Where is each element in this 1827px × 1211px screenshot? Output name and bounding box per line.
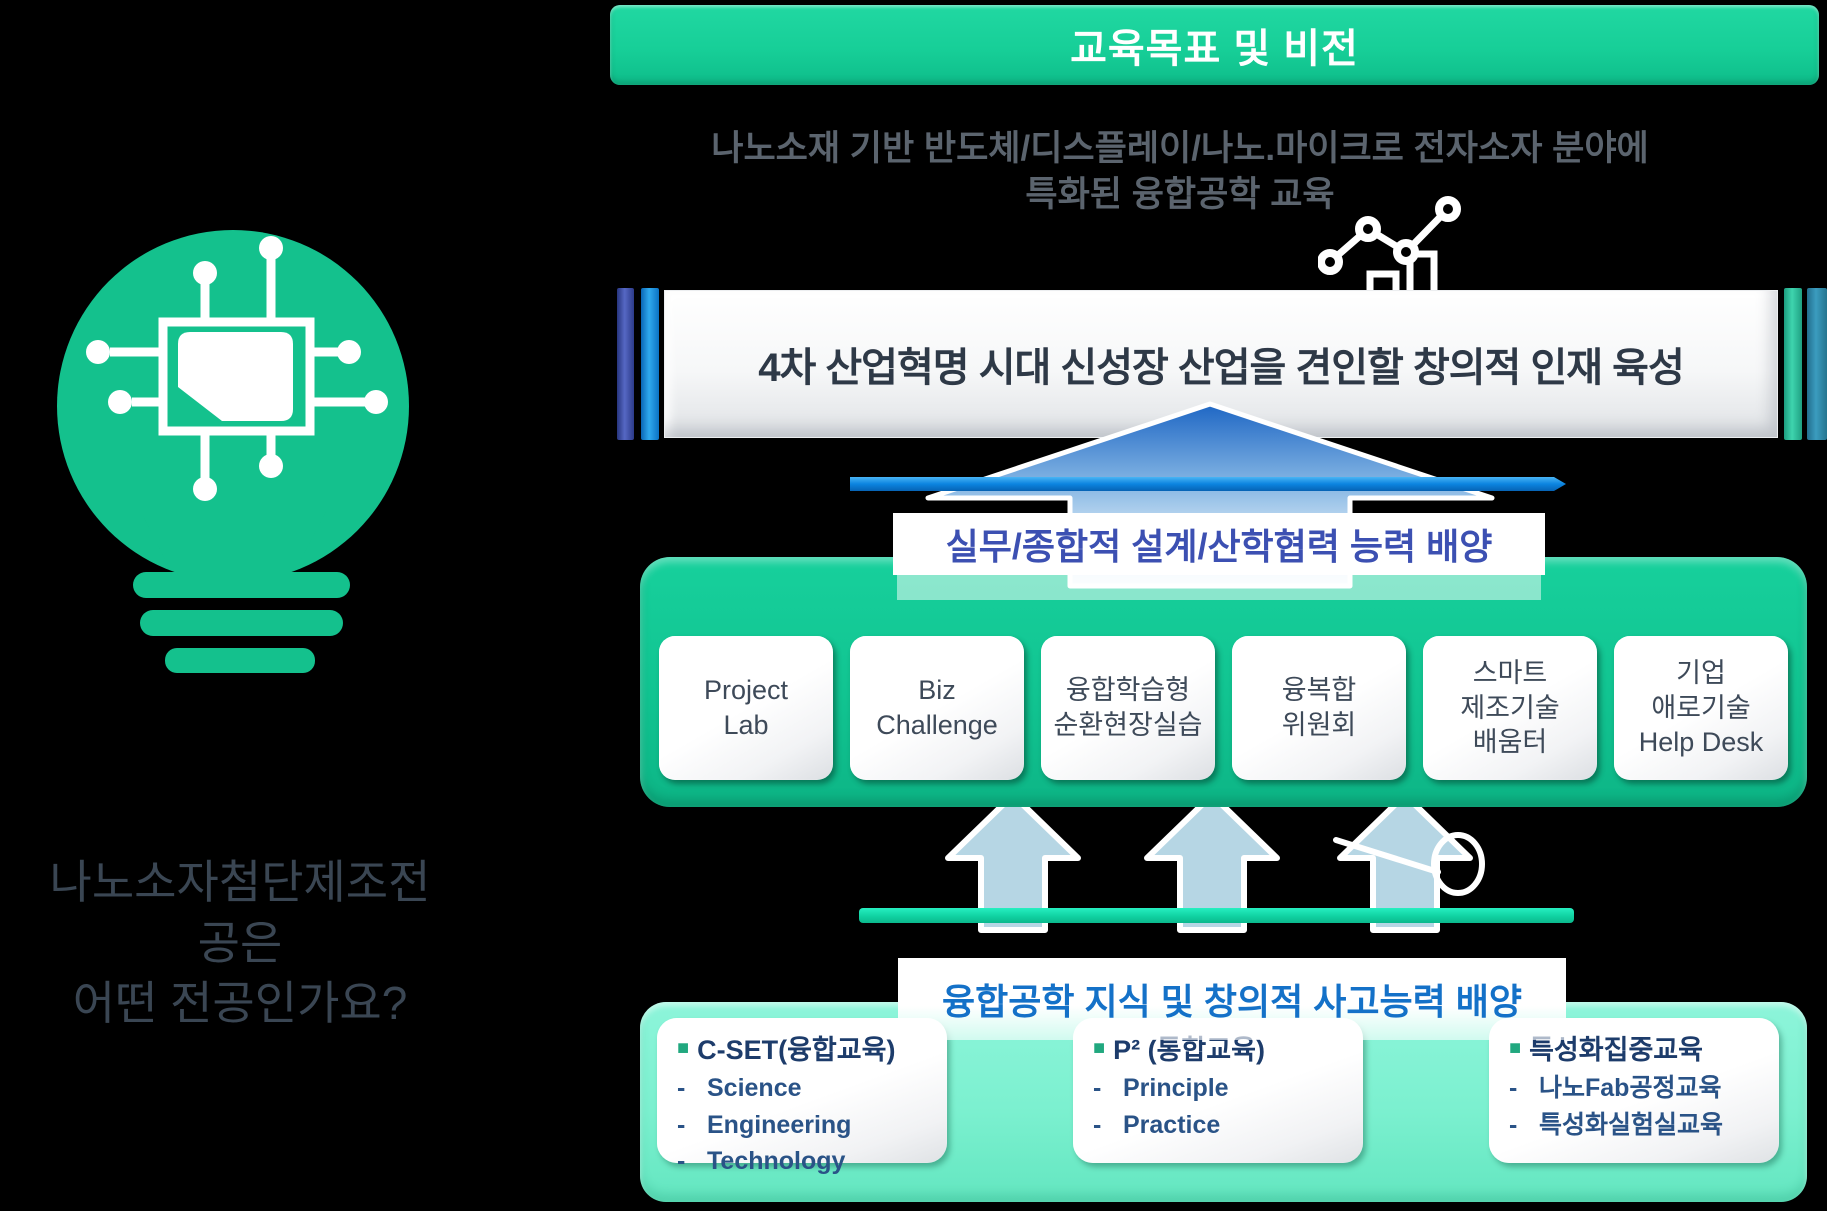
square-bullet-icon: ■ [1093,1036,1106,1059]
growth-chart-icon [1318,196,1461,296]
small-up-arrow [945,792,1081,933]
knowledge-band-line [859,908,1574,923]
foundation-item: - Science [677,1073,931,1104]
upper-capability-label-overlay [897,575,1541,600]
intro-text: 나노소재 기반 반도체/디스플레이/나노.마이크로 전자소자 분야에 특화된 융… [560,126,1800,218]
foundation-title-row: ■ C-SET(융합교육) [677,1028,931,1067]
caption-line: 어떤 전공인가요? [72,977,408,1030]
foundation-card-cset: ■ C-SET(융합교육) - Science - Engineering - … [657,1018,947,1175]
foundation-item-text: Engineering [707,1110,852,1139]
card-line: 기업 [1676,658,1726,689]
program-card-biz-challenge: Biz Challenge [850,636,1024,780]
dash-bullet: - [1509,1074,1518,1102]
foundation-container: ■ C-SET(융합교육) - Science - Engineering - … [640,1002,1807,1202]
card-line: 애로기술 [1651,692,1751,723]
dash-bullet: - [677,1074,686,1102]
major-question-caption: 나노소자첨단제조전 공은 어떤 전공인가요? [0,852,480,1034]
lightbulb-chip-icon [57,230,409,673]
foundation-title: 특성화집중교육 [1529,1035,1703,1065]
foundation-card-specialization: ■ 특성화집중교육 - 나노Fab공정교육 - 특성화실험실교육 [1489,1018,1779,1163]
caption-line: 나노소자첨단제조전 [49,856,431,908]
section-header: 교육목표 및 비전 [610,5,1819,85]
program-container: Project Lab Biz Challenge 융합학습형 순환현장실습 융… [640,557,1807,807]
foundation-item: - 나노Fab공정교육 [1509,1073,1763,1104]
program-card-field-practice: 융합학습형 순환현장실습 [1041,636,1215,780]
intro-line: 특화된 융합공학 교육 [1025,175,1335,215]
foundation-item-text: Practice [1123,1110,1221,1139]
dash-bullet: - [1093,1074,1102,1102]
program-card-smart-manufacturing: 스마트 제조기술 배움터 [1423,636,1597,780]
lower-capability-text: 융합공학 지식 및 창의적 사고능력 배양 [942,981,1522,1022]
banner-accent-bar-left-outer [617,288,634,440]
scribble-doodle [1333,832,1485,896]
program-card-help-desk: 기업 애로기술 Help Desk [1614,636,1788,780]
square-bullet-icon: ■ [1509,1036,1522,1059]
foundation-item-text: Technology [707,1147,846,1175]
card-line: Help Desk [1638,727,1764,758]
foundation-item-text: Science [707,1074,802,1102]
dash-bullet: - [677,1147,686,1175]
foundation-item-text: Principle [1123,1074,1229,1102]
vision-text: 4차 산업혁명 시대 신성장 산업을 견인할 창의적 인재 육성 [758,346,1685,390]
upper-capability-text: 실무/종합적 설계/산학협력 능력 배양 [945,526,1493,567]
card-line: 융합학습형 [1065,675,1191,706]
foundation-item: - 특성화실험실교육 [1509,1110,1763,1141]
card-line: 배움터 [1472,727,1548,758]
card-line: Project [703,675,789,706]
card-line: 제조기술 [1460,692,1560,723]
upper-capability-label: 실무/종합적 설계/산학협력 능력 배양 [893,513,1545,575]
foundation-title-row: ■ 특성화집중교육 [1509,1028,1763,1067]
card-line: 융복합 [1281,675,1357,706]
foundation-title-row: ■ P² (통합교육) [1093,1028,1347,1067]
foundation-item: - Engineering [677,1110,931,1141]
small-up-arrow [1144,792,1280,933]
foundation-item: - Principle [1093,1073,1347,1104]
foundation-item-text: 특성화실험실교육 [1539,1110,1724,1139]
program-card-row: Project Lab Biz Challenge 융합학습형 순환현장실습 융… [659,636,1788,780]
industry-band-line [850,477,1566,491]
card-line: Lab [723,710,769,740]
program-card-project-lab: Project Lab [659,636,833,780]
banner-accent-bar-right-outer [1807,288,1827,440]
card-line: 스마트 [1472,658,1548,689]
caption-line: 공은 [197,916,283,969]
square-bullet-icon: ■ [677,1036,690,1059]
banner-accent-bar-right-inner [1784,288,1802,440]
card-line: Challenge [876,710,998,740]
program-card-convergence-committee: 융복합 위원회 [1232,636,1406,780]
banner-accent-bar-left-inner [641,288,659,440]
lower-capability-label: 융합공학 지식 및 창의적 사고능력 배양 [898,958,1566,1040]
card-line: 순환현장실습 [1053,710,1203,740]
foundation-item-text: 나노Fab공정교육 [1539,1074,1722,1102]
foundation-item: - Practice [1093,1110,1347,1141]
card-line: 위원회 [1281,710,1357,740]
dash-bullet: - [1509,1110,1518,1139]
card-line: Biz [918,675,956,706]
dash-bullet: - [1093,1110,1102,1139]
dash-bullet: - [677,1110,686,1139]
intro-line: 나노소재 기반 반도체/디스플레이/나노.마이크로 전자소자 분야에 [711,129,1649,168]
section-title: 교육목표 및 비전 [1070,27,1359,71]
foundation-card-p2: ■ P² (통합교육) - Principle - Practice [1073,1018,1363,1163]
foundation-title: C-SET(융합교육) [697,1035,896,1065]
foundation-title: P² (통합교육) [1113,1035,1265,1065]
foundation-item: - Technology [677,1146,931,1177]
